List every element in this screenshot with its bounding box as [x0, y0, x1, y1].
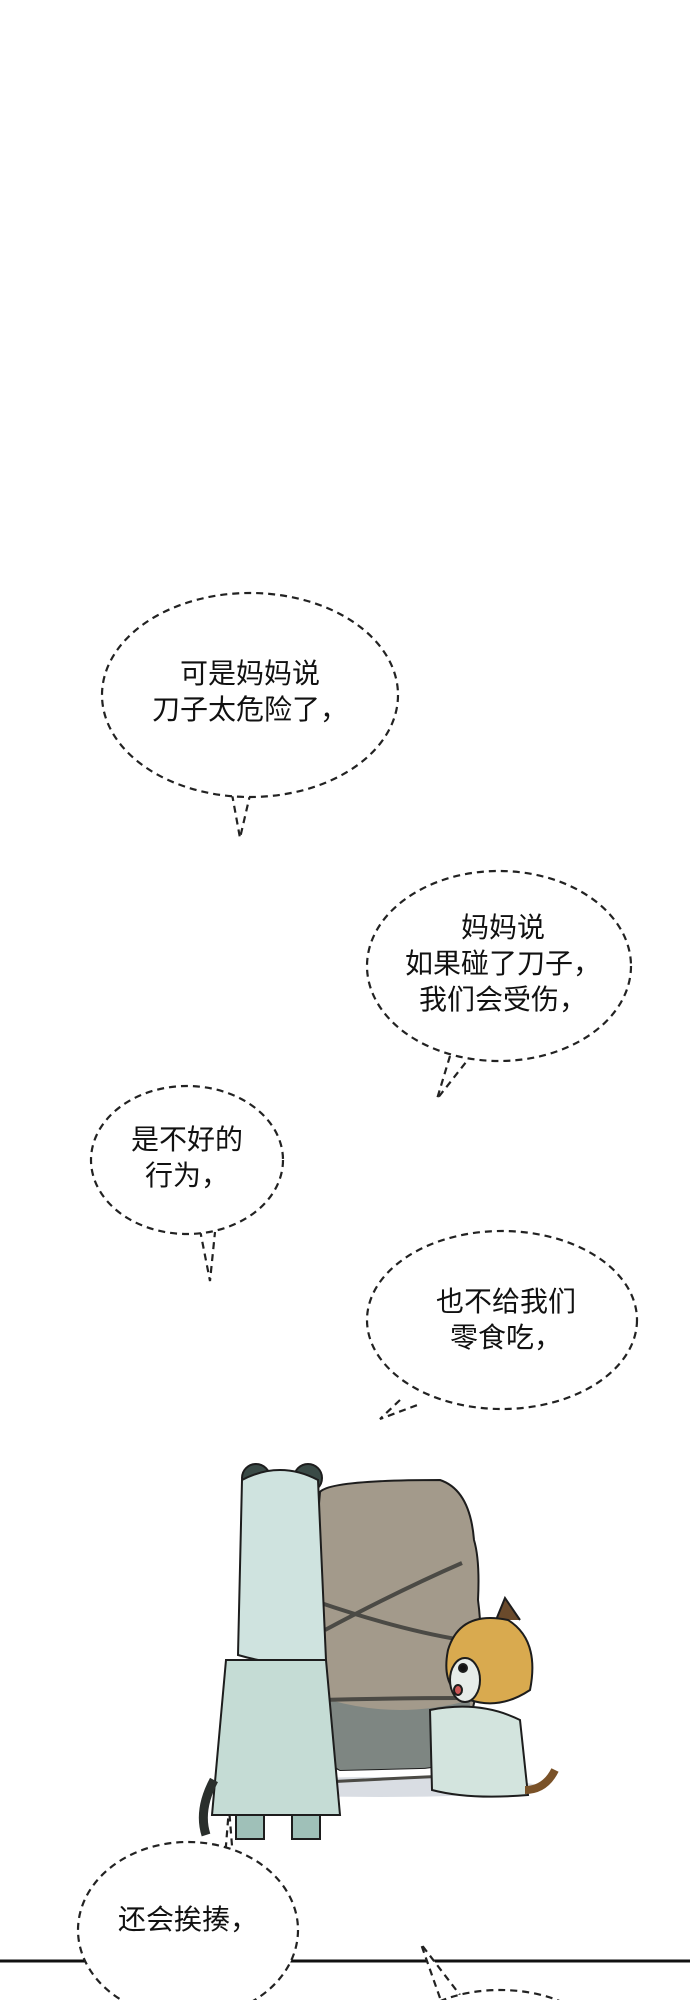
speech-bubble-1	[100, 591, 400, 799]
text-line: 还会挨揍，	[117, 1903, 259, 1936]
text-line: 刀子太危险了，	[151, 693, 349, 726]
hair	[236, 1469, 328, 1665]
bubble-text-1: 可是妈妈说 刀子太危险了，	[152, 656, 348, 728]
text-line: 行为，	[144, 1159, 230, 1192]
text-line: 是不好的	[130, 1123, 244, 1156]
bubble-text-3: 是不好的 行为，	[131, 1122, 243, 1194]
bubble-text-4: 也不给我们 零食吃，	[436, 1284, 576, 1356]
text-line: 如果碰了刀子，	[404, 947, 602, 980]
bubble-tail	[419, 1943, 461, 1999]
speech-bubble-3	[89, 1084, 285, 1236]
bubble-tail	[230, 793, 252, 839]
bubble-tail	[379, 1399, 421, 1421]
tail	[198, 1777, 219, 1837]
bubble-text-5: 还会挨揍，	[118, 1902, 258, 1938]
text-line: 零食吃，	[449, 1321, 563, 1354]
speech-bubble-4	[365, 1229, 639, 1411]
text-line: 妈妈说	[460, 911, 546, 944]
robe	[210, 1659, 342, 1816]
bubble-text-2: 妈妈说 如果碰了刀子， 我们会受伤，	[405, 910, 601, 1018]
robe	[428, 1705, 530, 1798]
tail	[524, 1768, 559, 1794]
text-line: 也不给我们	[435, 1285, 577, 1318]
text-line: 我们会受伤，	[418, 983, 588, 1016]
bubble-tail	[435, 1055, 471, 1100]
bubble-tail	[198, 1229, 217, 1282]
speech-bubble-2	[365, 869, 633, 1063]
speech-bubble-6	[440, 1988, 560, 2000]
illustration-children-with-sack	[198, 1463, 559, 1840]
speech-bubble-5	[76, 1840, 300, 2000]
text-line: 可是妈妈说	[179, 657, 321, 690]
